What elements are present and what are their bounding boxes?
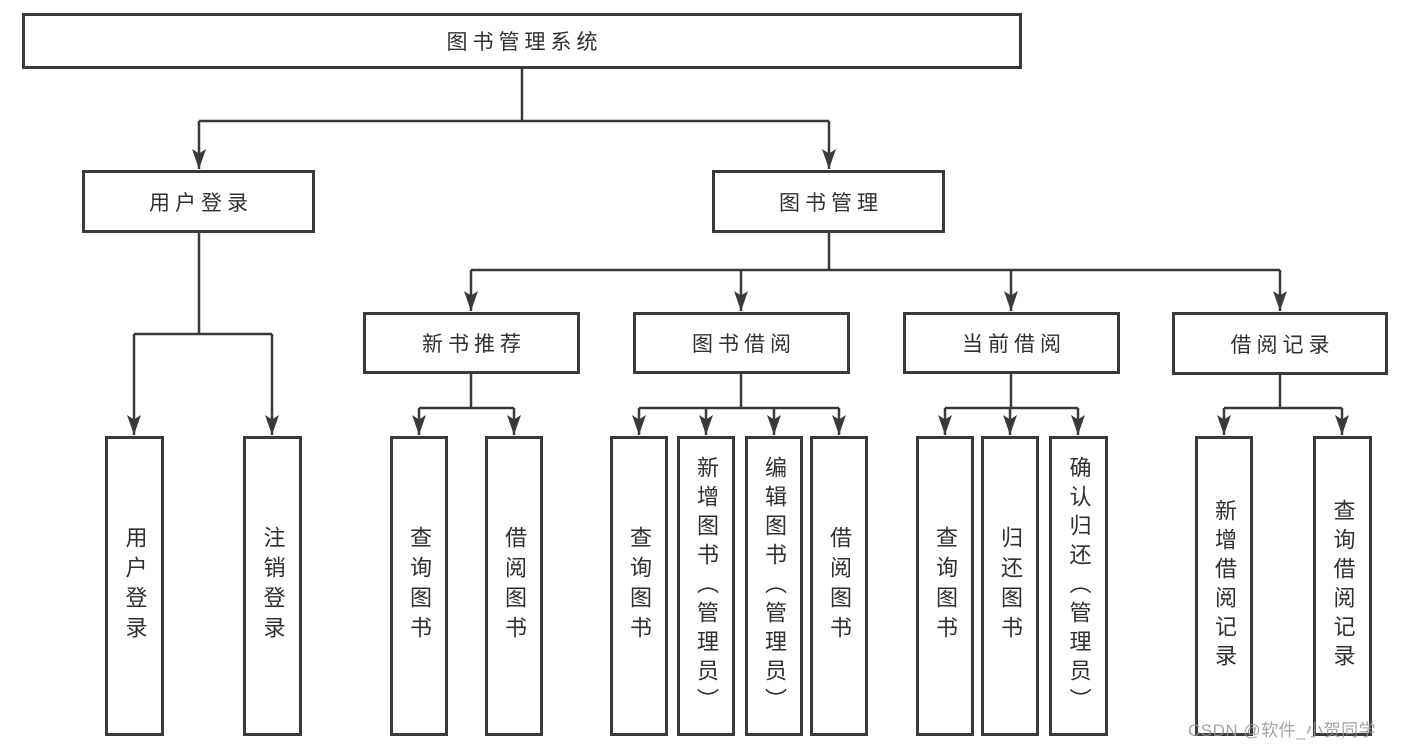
leaf-records-query-record: 查询借阅记录 (1313, 436, 1372, 736)
leaf-borrow-add-books-admin-label: 新增图书（管理员） (694, 455, 719, 717)
leaf-newrec-query-books: 查询图书 (390, 436, 448, 736)
node-new-book-recommend: 新书推荐 (363, 312, 580, 374)
csdn-watermark: CSDN @软件_小贺同学 (1188, 721, 1377, 740)
node-library-management-system: 图书管理系统 (22, 13, 1022, 69)
leaf-user-login-label: 用户登录 (122, 526, 148, 646)
leaf-borrow-add-books-admin: 新增图书（管理员） (677, 436, 735, 736)
leaf-borrow-edit-books-admin: 编辑图书（管理员） (745, 436, 803, 736)
leaf-borrow-query-books-label: 查询图书 (627, 526, 652, 646)
leaf-borrow-borrow-books: 借阅图书 (810, 436, 868, 736)
leaf-logout-login-label: 注销登录 (260, 526, 286, 646)
leaf-current-query-books-label: 查询图书 (933, 526, 958, 646)
leaf-newrec-borrow-books: 借阅图书 (485, 436, 543, 736)
leaf-borrow-borrow-books-label: 借阅图书 (827, 526, 852, 646)
leaf-user-login: 用户登录 (105, 436, 164, 736)
node-user-login: 用户登录 (82, 170, 315, 233)
leaf-newrec-query-books-label: 查询图书 (407, 526, 432, 646)
leaf-current-confirm-return-admin: 确认归还（管理员） (1049, 436, 1108, 736)
leaf-logout-login: 注销登录 (243, 436, 302, 736)
node-borrow-records: 借阅记录 (1172, 312, 1388, 375)
leaf-records-add-record: 新增借阅记录 (1195, 436, 1253, 736)
node-book-management: 图书管理 (712, 170, 945, 233)
leaf-borrow-edit-books-admin-label: 编辑图书（管理员） (762, 455, 787, 717)
node-book-borrowing: 图书借阅 (633, 312, 850, 374)
leaf-records-query-record-label: 查询借阅记录 (1330, 499, 1356, 673)
leaf-current-return-books-label: 归还图书 (998, 526, 1023, 646)
leaf-current-query-books: 查询图书 (916, 436, 974, 736)
leaf-borrow-query-books: 查询图书 (610, 436, 668, 736)
leaf-current-confirm-return-admin-label: 确认归还（管理员） (1066, 455, 1092, 717)
node-current-borrowing: 当前借阅 (903, 312, 1120, 374)
leaf-current-return-books: 归还图书 (981, 436, 1039, 736)
leaf-records-add-record-label: 新增借阅记录 (1212, 499, 1237, 673)
leaf-newrec-borrow-books-label: 借阅图书 (502, 526, 527, 646)
